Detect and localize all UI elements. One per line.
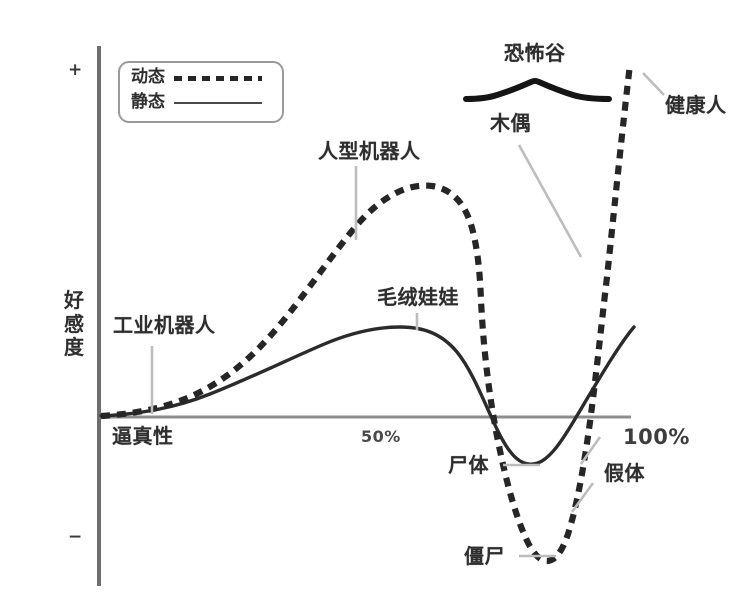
x-tick-50: 50% (361, 427, 401, 446)
leader-healthy-person (642, 72, 665, 96)
leader-puppet (517, 144, 583, 258)
uncanny-valley-brace (463, 77, 612, 102)
legend-label-static: 静态 (131, 92, 165, 112)
leader-prosthetic-hand (579, 436, 602, 465)
annotation-uncanny-valley: 恐怖谷 (504, 41, 566, 65)
annotation-prosthetic-hand: 假体 (604, 461, 645, 485)
legend-swatch-solid (174, 97, 262, 109)
legend-label-dynamic: 动态 (131, 67, 165, 87)
annotation-plush-doll: 毛绒娃娃 (377, 285, 459, 309)
legend-swatch-dashed (174, 72, 262, 84)
annotation-corpse: 尸体 (448, 453, 489, 477)
annotation-industrial-robot: 工业机器人 (113, 313, 216, 337)
leader-prosthetic-hand-2 (570, 482, 595, 513)
y-axis-negative-sign: − (68, 527, 83, 547)
annotation-humanoid-robot: 人型机器人 (318, 139, 421, 163)
annotation-zombie: 僵尸 (464, 544, 505, 568)
y-axis-positive-sign: + (68, 60, 83, 80)
x-axis-title: 逼真性 (112, 424, 174, 448)
annotation-healthy-person: 健康人 (665, 93, 727, 117)
legend-item-static[interactable]: 静态 (131, 94, 262, 111)
y-axis-title: 好感度 (64, 288, 84, 360)
annotation-puppet: 木偶 (490, 111, 531, 135)
x-tick-100: 100% (623, 425, 690, 449)
static-curve (99, 325, 636, 466)
legend-item-dynamic[interactable]: 动态 (131, 69, 262, 86)
legend[interactable]: 动态 静态 (118, 61, 284, 123)
